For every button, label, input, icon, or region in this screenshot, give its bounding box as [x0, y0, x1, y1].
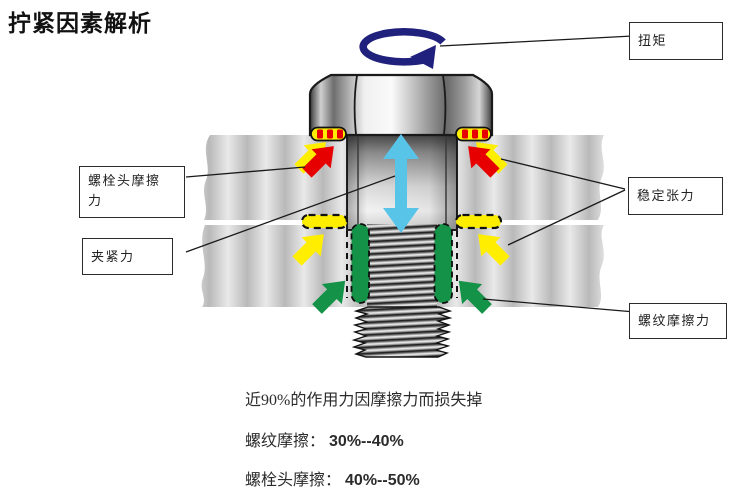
stable-tension-label: 稳定张力 [628, 177, 723, 215]
under-head-friction-zone-right [455, 126, 492, 142]
clamping-force-label: 夹紧力 [82, 238, 173, 275]
joint-friction-zone-right [454, 213, 503, 230]
thread-friction-zone-right [433, 223, 453, 304]
thread-friction-zone-left [350, 223, 370, 304]
note-head-friction-label: 螺栓头摩擦： [245, 472, 342, 489]
note-head-friction: 螺栓头摩擦： 40%--50% [245, 466, 420, 490]
exposed-threads [351, 306, 453, 358]
bolt-head [308, 73, 494, 137]
callout-lines [185, 35, 636, 313]
engaged-threads [367, 224, 437, 307]
note-thread-friction: 螺纹摩擦： 30%--40% [245, 427, 404, 451]
notes-headline-text: 近90%的作用力因摩擦力而损失掉 [245, 392, 483, 409]
joint-friction-zone-left [300, 213, 349, 230]
bolt-head-friction-label-text: 螺栓头摩擦力 [88, 173, 161, 208]
thread-friction-label-text: 螺纹摩擦力 [638, 313, 711, 328]
torque-rotation-icon [359, 28, 446, 69]
notes-headline: 近90%的作用力因摩擦力而损失掉 [245, 386, 482, 410]
note-thread-friction-value: 30%--40% [329, 433, 404, 450]
torque-label-text: 扭矩 [638, 33, 668, 48]
stable-tension-label-text: 稳定张力 [637, 188, 696, 203]
thread-friction-label: 螺纹摩擦力 [629, 303, 727, 339]
under-head-friction-zone-left [310, 126, 347, 142]
tension-arrow-icon [383, 134, 419, 233]
torque-label: 扭矩 [629, 22, 723, 60]
bolt-head-friction-label: 螺栓头摩擦力 [79, 166, 185, 218]
page-title: 拧紧因素解析 [8, 11, 152, 36]
note-thread-friction-label: 螺纹摩擦： [245, 433, 326, 450]
note-head-friction-value: 40%--50% [345, 472, 420, 489]
clamping-force-label-text: 夹紧力 [91, 248, 135, 264]
